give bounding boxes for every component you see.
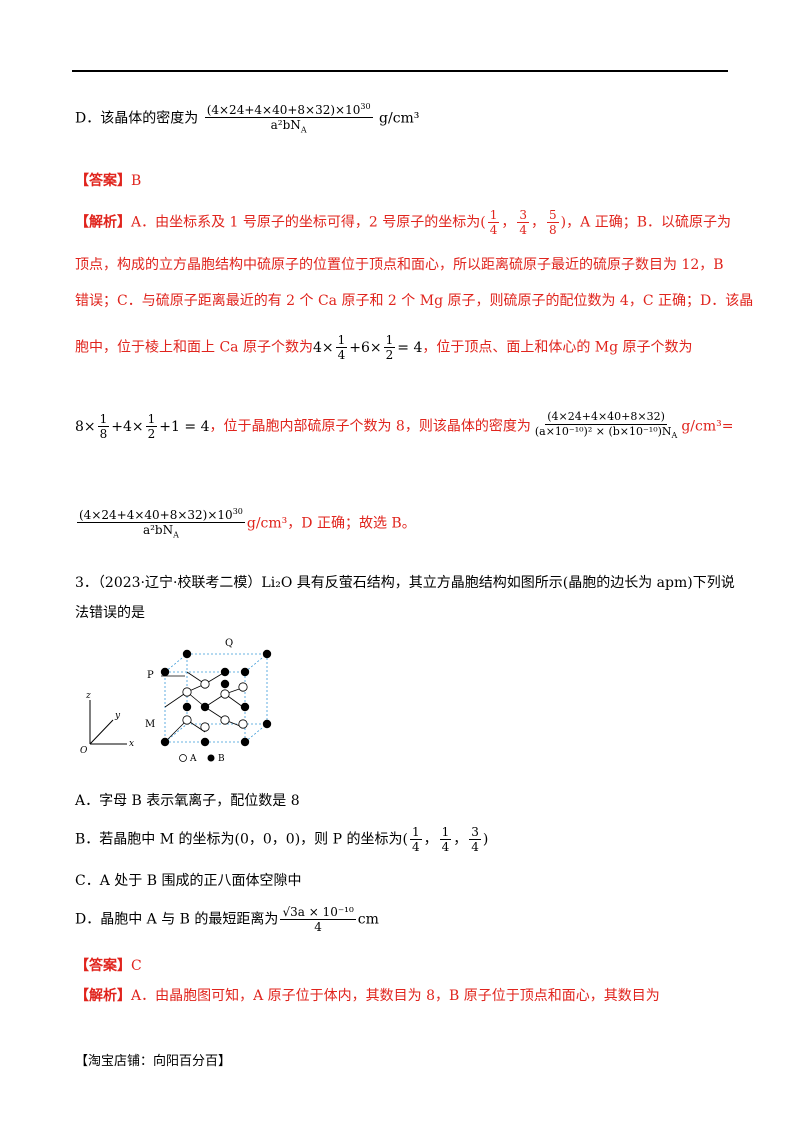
analysis-1-line-3: 错误；C．与硫原子距离最近的有 2 个 Ca 原子和 2 个 Mg 原子，则硫原… <box>75 293 754 309</box>
footer-shop: 【淘宝店铺：向阳百分百】 <box>75 1054 232 1069</box>
analysis-3: 【解析】A．由晶胞图可知，A 原子位于体内，其数目为 8，B 原子位于顶点和面心… <box>75 988 660 1004</box>
atoms-a <box>182 679 248 732</box>
answer-3: 【答案】C <box>75 958 142 974</box>
answer-1: 【答案】B <box>75 170 141 192</box>
axis-x-label: x <box>129 739 134 749</box>
density-denominator: a²bN <box>270 118 301 132</box>
label-p: P <box>147 670 154 681</box>
question-3-stem-2: 法错误的是 <box>75 605 145 621</box>
crystal-cell-figure: z y x O <box>80 638 272 764</box>
axis-z-label: z <box>85 691 91 701</box>
option-d-density: D．该晶体的密度为 (4×24+4×40+8×32)×1030 a²bNA g/… <box>75 100 419 137</box>
legend-a-icon <box>179 754 187 762</box>
analysis-tag: 【解析】 <box>75 214 131 231</box>
question-3-option-c: C．A 处于 B 围成的正八面体空隙中 <box>75 873 302 889</box>
axes <box>89 700 127 745</box>
question-3-stem-1: 3．（2023·辽宁·校联考二模）Li₂O 具有反萤石结构，其立方晶胞结构如图所… <box>75 575 735 591</box>
label-m: M <box>145 719 155 730</box>
answer-tag: 【答案】 <box>75 173 131 189</box>
density-den-sub: A <box>300 125 307 135</box>
legend-a-label: A <box>189 754 197 764</box>
answer-value: B <box>131 173 142 189</box>
legend-b-label: B <box>218 754 225 764</box>
density-unit: g/cm³ <box>379 110 420 127</box>
option-d-label: D．该晶体的密度为 <box>75 110 199 127</box>
density-fraction: (4×24+4×40+8×32)×1030 a²bNA <box>204 100 373 137</box>
label-q: Q <box>225 638 233 649</box>
density-exp: 30 <box>360 102 371 111</box>
question-3-option-a: A．字母 B 表示氧离子，配位数是 8 <box>75 793 300 809</box>
density-numerator: (4×24+4×40+8×32)×10 <box>206 103 361 117</box>
atoms-b <box>160 649 272 747</box>
axis-origin-label: O <box>80 746 88 756</box>
analysis-1-line-2: 顶点，构成的立方晶胞结构中硫原子的位置位于顶点和面心，所以距离硫原子最近的硫原子… <box>75 257 724 273</box>
axis-y-label: y <box>114 711 121 721</box>
header-rule <box>72 70 728 72</box>
cube-edges <box>164 653 268 743</box>
legend-b-icon <box>207 754 215 762</box>
